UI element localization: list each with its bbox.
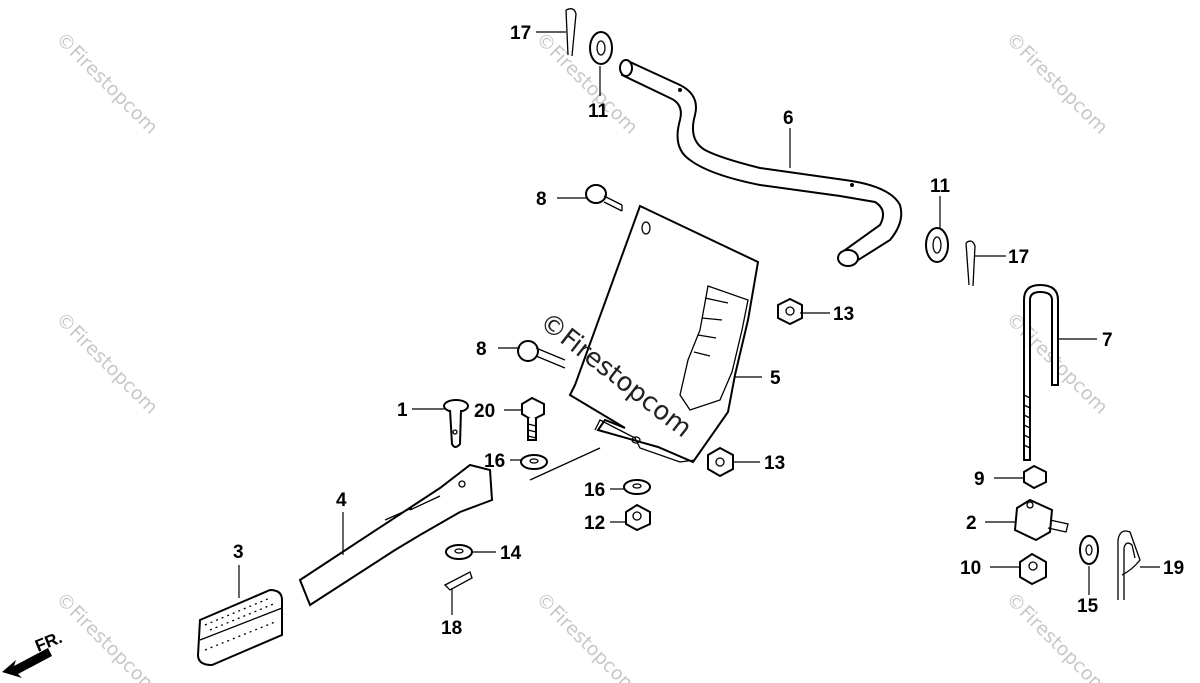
part-11-washer-upper [589,31,613,65]
callout-8: 8 [536,189,547,210]
callout-18: 18 [441,618,462,639]
part-15-washer [1079,535,1099,565]
front-direction-arrow: FR. [2,628,65,678]
part-11-washer-right [925,227,949,263]
part-13-nut-lower [707,446,734,478]
callout-14: 14 [500,543,522,564]
watermark: ©Firestopcom [531,588,642,683]
callout-20: 20 [474,401,495,422]
callout-11: 11 [588,101,609,122]
callout-13: 13 [764,453,785,474]
callout-16: 16 [484,451,505,472]
callout-9: 9 [974,469,985,490]
leader-lines [238,31,1160,615]
part-5-bracket-plate [568,204,760,464]
guide-line [529,447,601,481]
watermark: ©Firestopcom [531,28,642,139]
part-17-cotter-pin-right [965,240,976,287]
callout-4: 4 [336,490,347,511]
callout-3: 3 [233,542,244,563]
callout-15: 15 [1077,596,1099,617]
part-7-u-rod [1023,283,1059,461]
part-4-lever-arm [298,463,494,607]
part-10-nut [1019,552,1047,586]
part-6-handle-bar [619,59,903,267]
part-3-grip [196,588,283,667]
part-8-bolt-upper [585,184,623,212]
part-20-bolt [521,396,545,441]
watermark: ©Firestopcom [51,308,162,419]
part-16-washer-center [623,479,651,495]
watermark: ©Firestopcom [51,588,162,683]
callout-13: 13 [833,304,854,325]
part-14-washer [445,544,473,560]
callout-5: 5 [770,368,781,389]
part-18-clip [443,571,473,591]
part-2-block [1013,498,1069,542]
part-1-clevis-pin [443,399,469,448]
watermark: ©Firestopcom [1001,28,1112,139]
part-19-hair-pin [1117,530,1141,600]
callout-19: 19 [1163,558,1184,579]
callout-8: 8 [476,339,487,360]
part-9-nut [1023,464,1047,490]
part-16-washer-left [520,454,548,470]
part-17-cotter-pin-upper [565,8,577,57]
callout-2: 2 [966,513,977,534]
callout-6: 6 [783,108,794,129]
callout-7: 7 [1102,330,1113,351]
callout-11: 11 [930,176,951,197]
callout-10: 10 [960,558,981,579]
callout-17: 17 [510,23,531,44]
callout-16: 16 [584,480,605,501]
part-12-nut [625,503,651,532]
part-13-nut-upper [777,297,803,326]
callout-17: 17 [1008,247,1029,268]
direction-label: FR. [32,628,65,656]
callout-12: 12 [584,513,605,534]
watermark: ©Firestopcom [51,28,162,139]
callout-1: 1 [397,400,408,421]
part-8-bolt-lower [517,340,566,369]
callouts: 17 11 6 8 11 17 13 7 8 5 1 20 16 13 16 9… [233,23,1184,639]
